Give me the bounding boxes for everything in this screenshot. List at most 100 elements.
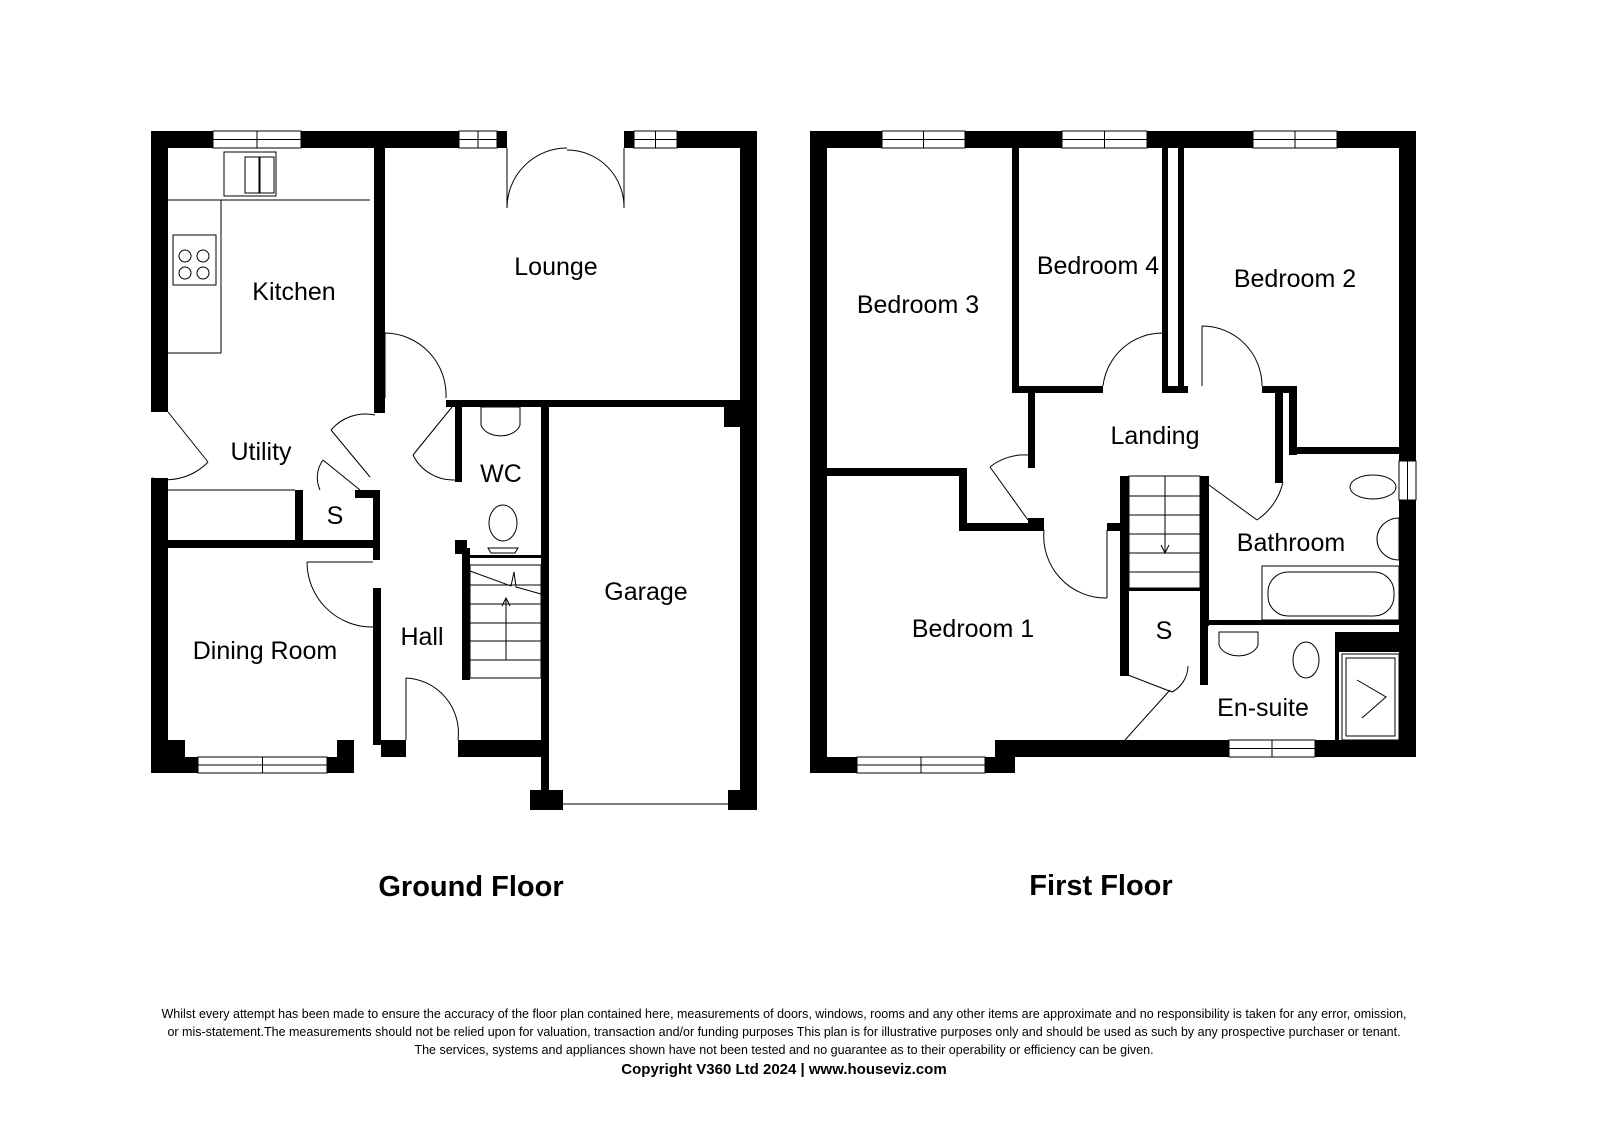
shower — [1341, 653, 1400, 741]
wall — [337, 740, 354, 757]
wall — [1120, 476, 1129, 676]
window-pane-line — [882, 131, 965, 148]
wall — [1162, 386, 1188, 393]
bed3-door — [989, 454, 1029, 521]
disclaimer-line-3: The services, systems and appliances sho… — [414, 1043, 1154, 1057]
label-bedroom3: Bedroom 3 — [857, 291, 979, 319]
wall — [1338, 632, 1399, 652]
bed1-door — [1043, 529, 1108, 599]
label-dining-room: Dining Room — [193, 637, 338, 665]
dining-door — [306, 561, 374, 628]
label-landing: Landing — [1111, 422, 1200, 450]
french-door — [506, 147, 625, 209]
label-bathroom: Bathroom — [1237, 529, 1345, 557]
walls — [151, 131, 1416, 810]
ground-floor-title: Ground Floor — [378, 871, 563, 903]
windows — [197, 130, 1417, 774]
wall — [1125, 740, 1229, 757]
store-door — [316, 459, 361, 491]
label-utility: Utility — [230, 438, 292, 466]
wall — [1399, 500, 1416, 757]
hob — [172, 234, 217, 286]
wall — [1012, 148, 1019, 393]
footer: Whilst every attempt has been made to en… — [0, 1005, 1568, 1079]
wall — [446, 400, 740, 407]
wall — [1262, 386, 1297, 393]
wall — [373, 588, 381, 745]
utility-external-door — [151, 411, 209, 481]
wall — [168, 740, 185, 773]
window-pane-line — [634, 131, 677, 148]
wall — [151, 478, 168, 773]
room-labels: Kitchen Lounge Utility S WC Garage Dinin… — [193, 252, 1356, 722]
wall — [355, 490, 380, 498]
wall — [985, 757, 1015, 773]
wall — [373, 490, 380, 560]
copyright: Copyright V360 Ltd 2024 | www.houseviz.c… — [621, 1061, 947, 1078]
wall — [295, 490, 303, 545]
wall — [381, 148, 385, 398]
wall — [995, 740, 1125, 757]
label-hall: Hall — [400, 623, 443, 651]
wall — [185, 757, 198, 773]
bath-basin — [1376, 517, 1400, 561]
label-store-ff: S — [1156, 617, 1173, 645]
fixtures — [151, 147, 1400, 805]
worktop — [168, 199, 370, 354]
ensuite-door — [1124, 689, 1171, 741]
window-pane-line — [459, 131, 497, 148]
wc-basin — [480, 406, 521, 437]
wall — [810, 131, 827, 773]
disclaimer-line-1: Whilst every attempt has been made to en… — [161, 1007, 1407, 1021]
label-lounge: Lounge — [514, 253, 597, 281]
disclaimer-line-2: or mis-statement.The measurements should… — [167, 1025, 1401, 1039]
wall — [624, 131, 634, 148]
wall — [965, 131, 1062, 148]
store-door-ff — [1127, 665, 1189, 693]
wall — [530, 790, 563, 810]
wall — [827, 757, 857, 773]
wall — [470, 555, 541, 558]
label-ensuite: En-suite — [1217, 694, 1309, 722]
lounge-door — [384, 332, 447, 399]
window-pane-line — [213, 131, 301, 148]
wall — [677, 131, 757, 148]
wall — [827, 468, 967, 476]
wall — [301, 131, 459, 148]
wall — [1289, 393, 1297, 455]
wall — [1207, 620, 1399, 625]
wall — [1162, 148, 1168, 393]
wall — [1335, 632, 1339, 740]
wall — [381, 740, 406, 757]
front-door — [405, 677, 459, 741]
wall — [1147, 131, 1253, 148]
wall — [1200, 476, 1209, 626]
wall — [458, 740, 548, 757]
wall — [327, 757, 354, 773]
wall — [455, 407, 462, 482]
wall — [1128, 588, 1208, 591]
wall — [151, 131, 168, 412]
ensuite-toilet — [1292, 641, 1320, 679]
sink — [223, 151, 277, 197]
utility-door — [330, 413, 376, 478]
window-pane-line — [1062, 131, 1147, 148]
wall — [497, 131, 507, 148]
wall — [374, 148, 381, 413]
window-pane-line — [198, 757, 327, 773]
wc-door — [412, 406, 456, 481]
label-bedroom1: Bedroom 1 — [912, 615, 1034, 643]
wall — [1337, 131, 1416, 148]
window-pane-line — [857, 757, 985, 773]
wall — [1028, 393, 1035, 468]
wall — [462, 548, 470, 680]
bath-toilet — [1349, 474, 1397, 500]
wall — [1012, 386, 1103, 393]
wall — [959, 523, 1034, 531]
first-floor-title: First Floor — [1029, 870, 1172, 902]
label-kitchen: Kitchen — [252, 278, 335, 306]
ensuite-basin — [1218, 631, 1259, 657]
ground-stairs — [469, 564, 542, 679]
bathroom-door — [1208, 481, 1284, 521]
window-pane-line — [1229, 740, 1315, 757]
